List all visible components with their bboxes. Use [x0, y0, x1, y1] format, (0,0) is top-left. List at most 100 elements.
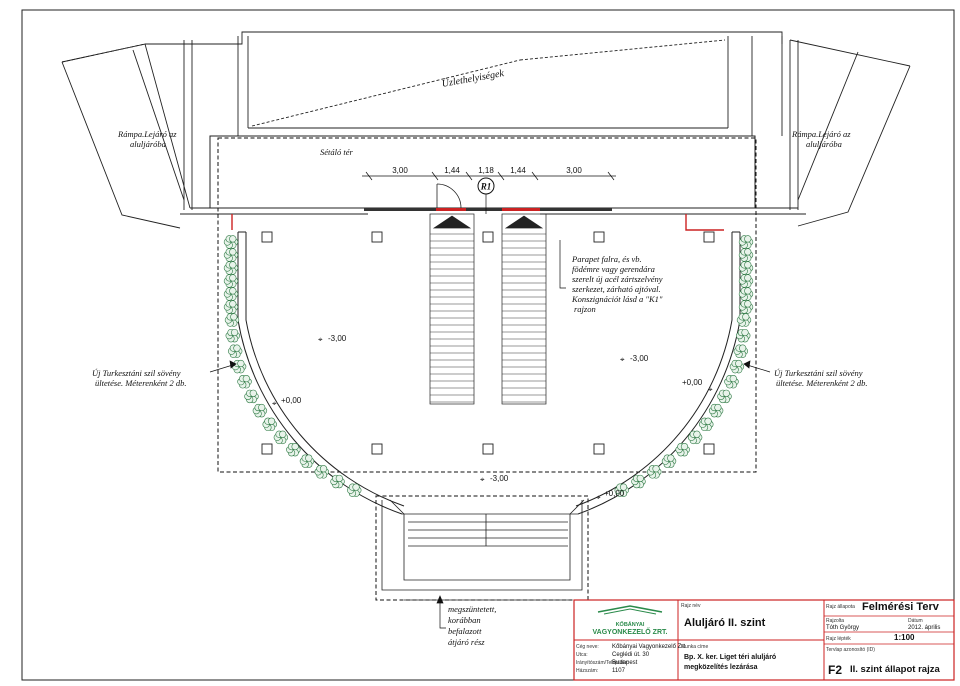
level-marker: ⌖+0,00 — [682, 378, 713, 394]
hedge-plant-icon — [223, 287, 239, 301]
ramp-right — [789, 39, 911, 227]
house-number-value: 1107 — [612, 668, 626, 674]
walkway-label: Sétáló tér — [320, 147, 354, 157]
level-symbol-icon: ⌖ — [480, 475, 485, 484]
level-symbol-icon: ⌖ — [272, 399, 277, 408]
company-name-1: KŐBÁNYAI — [616, 621, 645, 628]
plaza-wall — [237, 231, 741, 515]
ramp-left-label-2: aluljáróba — [130, 139, 166, 149]
sheet-id-label: Tervlap azonosító (ID) — [826, 647, 875, 653]
date-label: Dátum — [908, 618, 923, 624]
dimension-line — [362, 171, 616, 181]
street-value: Ceglédi út. 30 — [612, 652, 650, 658]
dimension-label: 3,00 — [566, 166, 582, 175]
hedge-plant-icon — [252, 403, 268, 418]
hedge-plant-icon — [631, 474, 646, 489]
title-block: KŐBÁNYAI VAGYONKEZELŐ ZRT. Rajz név Alul… — [573, 599, 955, 681]
street-label: Utca: — [576, 652, 588, 658]
house-number-label: Házszám: — [576, 668, 598, 674]
hedge-plant-icon — [661, 454, 677, 468]
hedge-plant-icon — [224, 313, 240, 327]
parapet-note-2: födémre vagy gerendára — [572, 264, 655, 274]
project-title-2: megközelítés lezárása — [684, 664, 758, 671]
hedge-plant-icon — [717, 389, 732, 404]
shop-area — [145, 31, 799, 210]
hedge-plant-icon — [675, 442, 690, 457]
parapet-rail — [364, 208, 612, 211]
hedge-right-label: Új Turkesztáni szil sövény — [774, 368, 863, 378]
sheet-title: II. szint állapot rajza — [850, 664, 940, 675]
level-marker: ⌖+0,00 — [272, 396, 302, 408]
hedge-plant-icon — [724, 374, 739, 389]
walkway — [180, 135, 806, 215]
hedge-plant-icon — [286, 442, 301, 457]
drawn-by-label: Rajzolta — [826, 618, 844, 624]
hedge-plant-icon — [736, 313, 752, 327]
company-name-2: VAGYONKEZELŐ ZRT. — [593, 627, 668, 636]
company-value: Kőbányai Vagyonkezelő Zrt. — [612, 644, 687, 650]
hedge-plant-icon — [347, 483, 362, 497]
leader-lines — [209, 240, 771, 629]
hedge-plant-icon — [225, 328, 240, 343]
hedge-plant-icon — [738, 274, 754, 288]
door-symbol — [436, 183, 462, 209]
r1-marker: R1 — [477, 177, 495, 214]
level-marker: ⌖ -3,00 — [620, 354, 649, 364]
level-symbol-icon: ⌖ — [620, 355, 625, 364]
hedge-plant-icon — [738, 235, 754, 249]
closed-passage-boundary — [375, 495, 589, 601]
parapet-note-4: szerkezet, zárható ajtóval. — [572, 284, 661, 294]
hedge-right-label-2: ültetése. Méterenként 2 db. — [776, 378, 868, 388]
hedge-left-label: Új Turkesztáni szil sövény — [92, 368, 181, 378]
level-marker: ⌖ -3,00 — [318, 334, 347, 344]
level-markers: ⌖-3,00 ⌖-3,00 ⌖-3,00 ⌖+0,00 ⌖+0,00 ⌖+0,0… — [272, 334, 713, 502]
dimension-label: 1,18 — [478, 166, 494, 175]
hedge-plant-icon — [729, 359, 745, 374]
hedge-plant-icon — [708, 403, 724, 418]
closed-passage-note-3: befalazott — [448, 626, 482, 636]
city-value: Budapest — [612, 660, 638, 666]
hedge-plant-icon — [738, 248, 754, 262]
columns — [261, 231, 715, 455]
hedge-plant-icon — [227, 344, 243, 358]
hedge-plant-icon — [299, 454, 315, 468]
hedge-plant-icon — [223, 235, 239, 249]
project-title-1: Bp. X. ker. Liget téri aluljáró — [684, 654, 776, 661]
lower-stair — [381, 499, 585, 601]
ramp-right-label: Rámpa.Lejáró az — [791, 129, 851, 139]
level-label: -3,00 — [328, 334, 347, 343]
level-symbol-icon: ⌖ — [708, 385, 713, 394]
hedge-plant-icon — [262, 417, 277, 432]
hedge-plant-icon — [614, 483, 629, 497]
hedge-plant-icon — [330, 474, 345, 489]
hedge-plant-icon — [223, 274, 239, 288]
closed-passage-note-4: átjáró rész — [448, 637, 485, 647]
drawing-name: Aluljáró II. szint — [684, 617, 766, 629]
drawn-by-value: Tóth György — [826, 625, 859, 631]
status-label: Rajz állapota — [826, 604, 855, 610]
level-label: +0,00 — [604, 489, 625, 498]
parapet-note-1: Parapet falra, és vb. — [571, 254, 642, 264]
status-value: Felmérési Terv — [862, 601, 940, 613]
hedge-plants — [223, 235, 754, 497]
hedge-plant-icon — [237, 374, 252, 389]
dimension-label: 1,44 — [444, 166, 460, 175]
shops-label: Üzlethelyiségek — [441, 67, 505, 90]
boundary-dashed — [217, 137, 757, 473]
drawing-name-label: Rajz név — [681, 603, 701, 609]
ramp-right-label-2: aluljáróba — [806, 139, 842, 149]
scale-label: Rajz lépték — [826, 636, 851, 642]
dimension-labels: 3,00 1,44 1,18 1,44 3,00 — [392, 166, 582, 175]
city-label: Irányítószám/Település: — [576, 660, 629, 666]
hedge-plant-icon — [314, 465, 329, 479]
hedge-plant-icon — [223, 261, 239, 275]
level-symbol-icon: ⌖ — [318, 335, 323, 344]
hedge-plant-icon — [738, 287, 754, 301]
level-marker: ⌖-3,00 — [480, 474, 509, 484]
annotations: Üzlethelyiségek Sétáló tér Rámpa.Lejáró … — [92, 67, 868, 647]
level-label: -3,00 — [630, 354, 649, 363]
parapet-note-5: Konszignációt lásd a "K1" — [571, 294, 663, 304]
project-label: Munka címe — [681, 644, 708, 650]
stair-left — [429, 213, 475, 405]
